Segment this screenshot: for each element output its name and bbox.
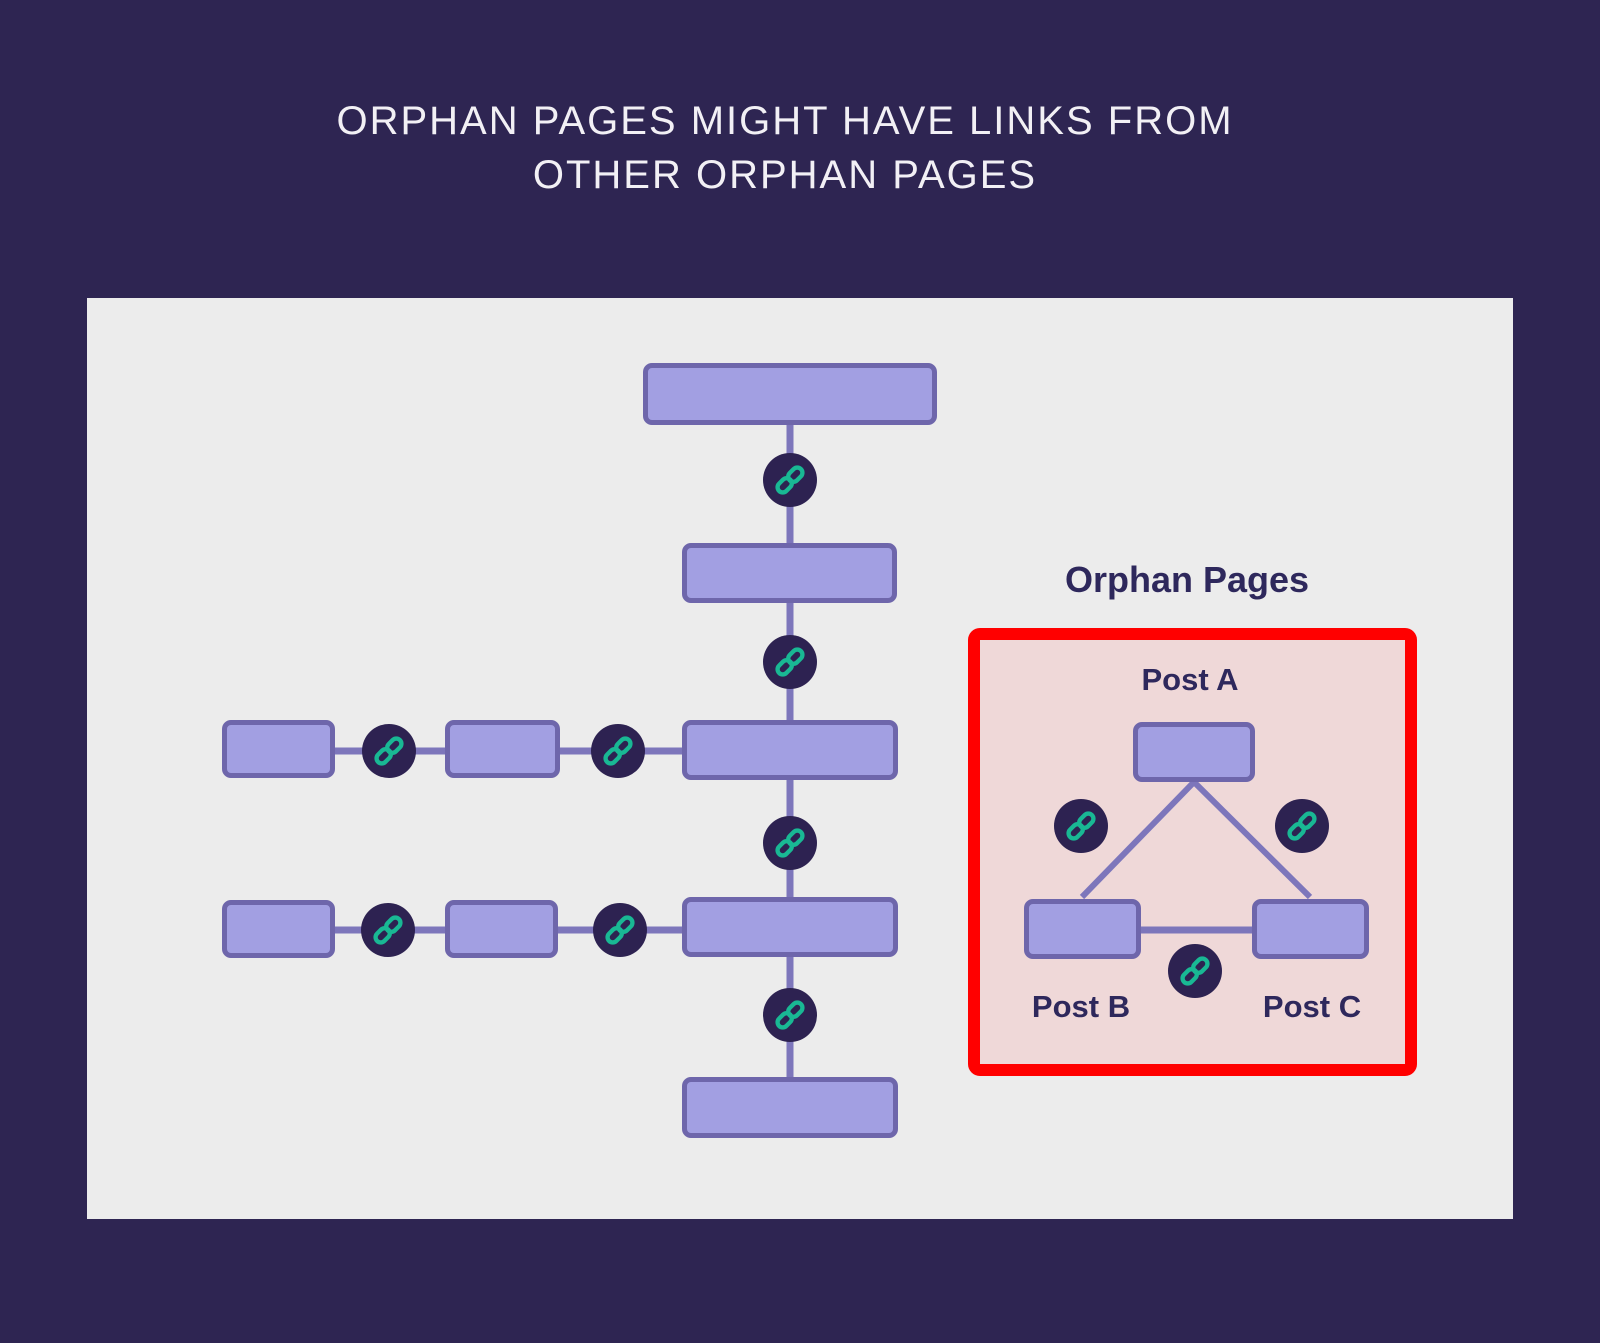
- link-badge: [362, 724, 416, 778]
- link-badge: [763, 635, 817, 689]
- row3-page-node-2: [445, 720, 560, 778]
- link-badge: [591, 724, 645, 778]
- link-badge: [593, 903, 647, 957]
- chain-link-icon: [1062, 807, 1100, 845]
- row4-page-node-2: [445, 900, 558, 958]
- row4-page-node-1: [222, 900, 335, 958]
- chain-link-icon: [771, 824, 809, 862]
- chain-link-icon: [1283, 807, 1321, 845]
- link-badge: [1275, 799, 1329, 853]
- level2-page-node: [682, 543, 897, 603]
- diagram-panel: Orphan Pages Post A Post B Post C: [87, 298, 1513, 1219]
- chain-link-icon: [771, 461, 809, 499]
- chain-link-icon: [601, 911, 639, 949]
- link-badge: [1054, 799, 1108, 853]
- chain-link-icon: [599, 732, 637, 770]
- link-badge: [763, 453, 817, 507]
- row3-center-page-node: [682, 720, 898, 780]
- link-badge: [361, 903, 415, 957]
- post-a-node: [1133, 722, 1255, 782]
- chain-link-icon: [370, 732, 408, 770]
- page-title: ORPHAN PAGES MIGHT HAVE LINKS FROM OTHER…: [0, 94, 1570, 202]
- link-badge: [763, 816, 817, 870]
- title-line-2: OTHER ORPHAN PAGES: [532, 153, 1038, 197]
- post-b-node: [1024, 899, 1141, 959]
- bottom-page-node: [682, 1077, 898, 1138]
- post-b-label: Post B: [1031, 989, 1131, 1024]
- chain-link-icon: [771, 643, 809, 681]
- home-page-node: [643, 363, 937, 425]
- post-c-node: [1252, 899, 1369, 959]
- link-badge: [763, 988, 817, 1042]
- post-a-label: Post A: [1141, 662, 1239, 697]
- row4-center-page-node: [682, 897, 898, 957]
- post-c-label: Post C: [1262, 989, 1362, 1024]
- chain-link-icon: [1176, 952, 1214, 990]
- orphan-pages-label: Orphan Pages: [1064, 559, 1310, 600]
- title-line-1: ORPHAN PAGES MIGHT HAVE LINKS FROM: [336, 99, 1234, 143]
- row3-page-node-1: [222, 720, 335, 778]
- orphan-pages-highlight-box: [968, 628, 1417, 1076]
- link-badge: [1168, 944, 1222, 998]
- chain-link-icon: [369, 911, 407, 949]
- chain-link-icon: [771, 996, 809, 1034]
